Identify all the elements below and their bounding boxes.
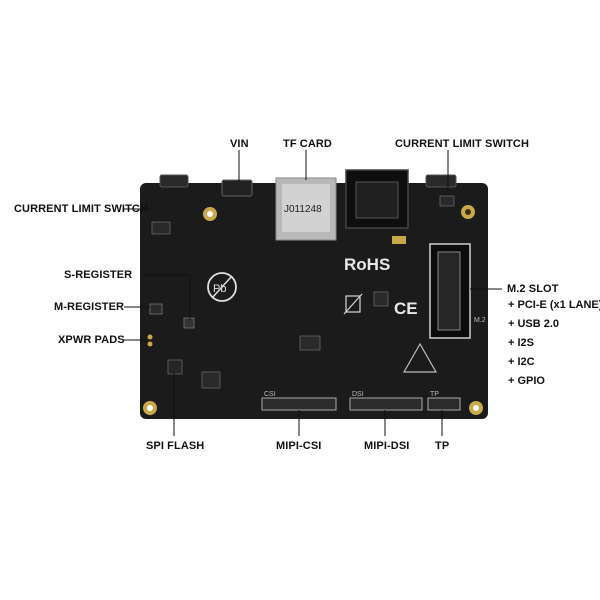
m2-silk: M.2 bbox=[474, 317, 486, 324]
chip-m-register bbox=[149, 303, 163, 315]
label-m-register: M-REGISTER bbox=[54, 301, 125, 313]
xpwr-pad-1 bbox=[147, 334, 153, 340]
mipi-dsi-connector bbox=[349, 397, 423, 411]
usb-connector-right bbox=[425, 174, 457, 188]
chip-s-register bbox=[183, 317, 195, 329]
m2-feature-gpio: + GPIO bbox=[508, 375, 545, 387]
label-mipi-csi: MIPI-CSI bbox=[276, 440, 322, 452]
mount-hole-2-center bbox=[465, 209, 471, 215]
connector-small bbox=[392, 236, 406, 244]
label-spi-flash: SPI FLASH bbox=[146, 440, 205, 452]
chip-ic-2 bbox=[299, 335, 321, 351]
pb-free-strike bbox=[211, 275, 233, 299]
leader-s-register bbox=[140, 274, 191, 320]
m2-feature-pcie: + PCI-E (x1 LANE) bbox=[508, 299, 600, 311]
m2-slot-contacts bbox=[437, 251, 461, 331]
label-current-limit-switch-left: CURRENT LIMIT SWITCH bbox=[14, 203, 148, 215]
tp-connector bbox=[427, 397, 461, 411]
label-current-limit-switch-top: CURRENT LIMIT SWITCH bbox=[395, 138, 529, 150]
label-vin: VIN bbox=[230, 138, 249, 150]
mount-hole-4-center bbox=[473, 405, 479, 411]
tf-card-code: J011248 bbox=[284, 204, 322, 215]
leader-lines bbox=[124, 150, 502, 436]
label-tp: TP bbox=[435, 440, 450, 452]
chip-ic-5 bbox=[439, 195, 455, 207]
m2-feature-i2s: + I2S bbox=[508, 337, 534, 349]
ce-mark: CE bbox=[394, 299, 418, 318]
rohs-mark: RoHS bbox=[344, 255, 390, 274]
weee-bin-strike bbox=[343, 293, 363, 315]
pb-free-icon bbox=[207, 272, 237, 302]
m2-feature-i2c: + I2C bbox=[508, 356, 535, 368]
label-m2-slot: M.2 SLOT bbox=[507, 283, 559, 295]
mount-hole-1-center bbox=[207, 211, 213, 217]
label-s-register: S-REGISTER bbox=[64, 269, 133, 281]
ethernet-port-inner bbox=[355, 181, 399, 219]
vin-connector bbox=[221, 179, 253, 197]
label-tf-card: TF CARD bbox=[283, 138, 332, 150]
logo-triangle bbox=[402, 342, 438, 373]
m2-feature-usb: + USB 2.0 bbox=[508, 318, 560, 330]
tf-card-inner bbox=[282, 184, 330, 232]
label-xpwr-pads: XPWR PADS bbox=[58, 334, 125, 346]
label-mipi-dsi: MIPI-DSI bbox=[364, 440, 410, 452]
chip-ic-3 bbox=[373, 291, 389, 307]
weee-bin-icon bbox=[345, 295, 361, 313]
chip-spi-flash bbox=[167, 359, 183, 375]
mipi-csi-connector bbox=[261, 397, 337, 411]
tp-silk: TP bbox=[430, 391, 439, 398]
chip-ic-4 bbox=[151, 221, 171, 235]
usb-connector-left bbox=[159, 174, 189, 188]
dsi-silk: DSI bbox=[352, 391, 364, 398]
mount-hole-3-center bbox=[147, 405, 153, 411]
chip-ic-1 bbox=[201, 371, 221, 389]
csi-silk: CSI bbox=[264, 391, 276, 398]
xpwr-pad-2 bbox=[147, 341, 153, 347]
